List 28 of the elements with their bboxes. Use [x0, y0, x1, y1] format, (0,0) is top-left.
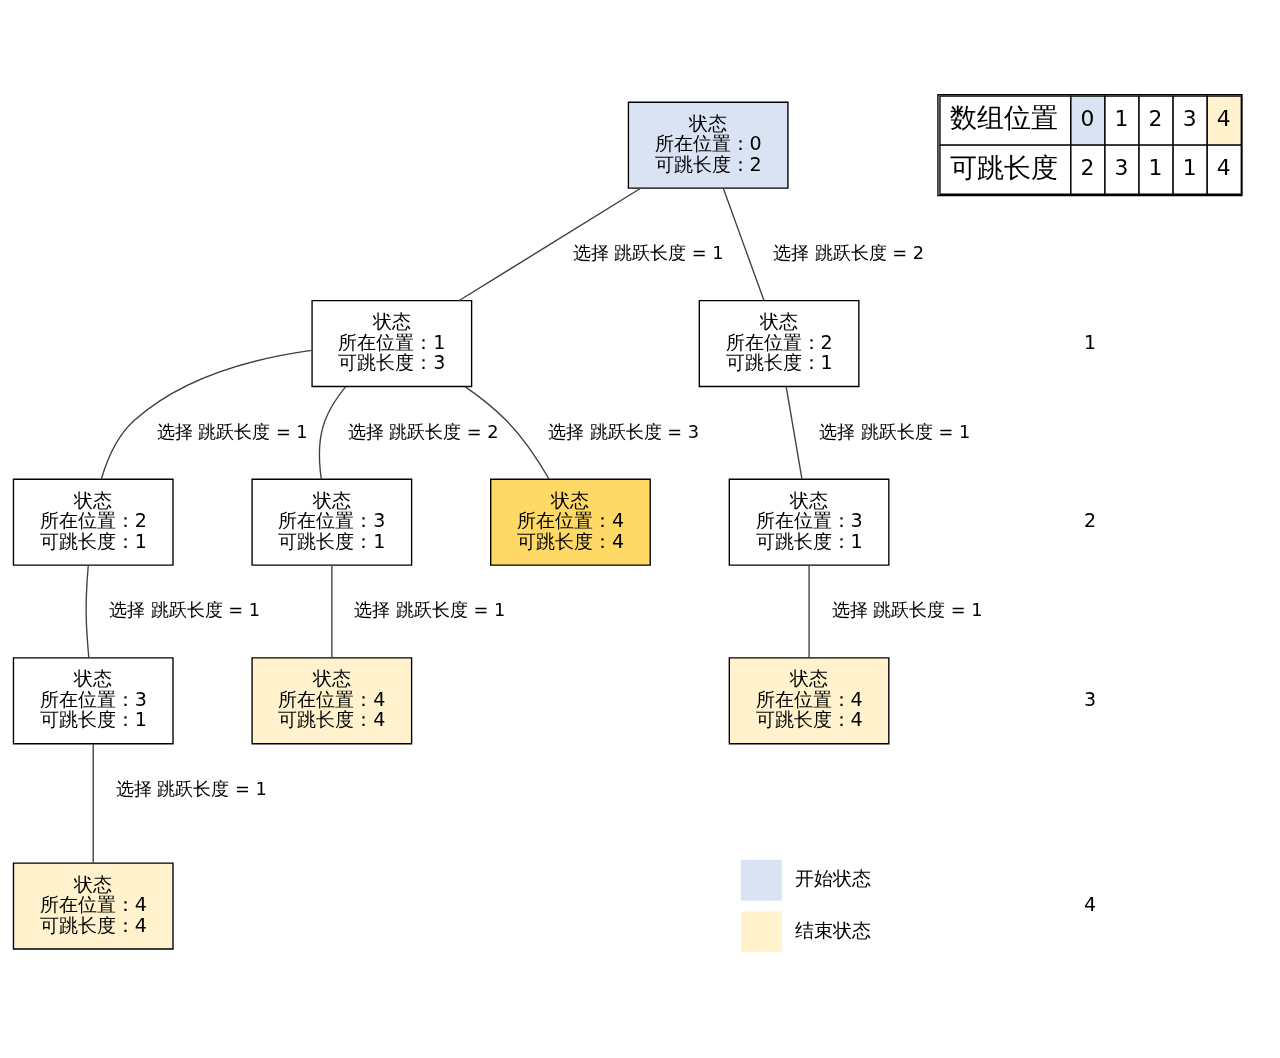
label: 3 — [1182, 105, 1197, 131]
label: 1 — [1083, 330, 1097, 353]
edge-label: 选择 跳跃长度 = 1 — [115, 778, 267, 799]
edge-label: 选择 跳跃长度 = 2 — [772, 242, 924, 263]
edge-label: 选择 跳跃长度 = 1 — [108, 600, 260, 621]
label: 数组位置 — [949, 102, 1058, 134]
label: 可跳长度 — [949, 151, 1058, 183]
label: 2 — [1148, 105, 1163, 131]
edge-label: 选择 跳跃长度 = 2 — [347, 421, 499, 442]
edge-label: 选择 跳跃长度 = 1 — [819, 421, 971, 442]
label: 0 — [1080, 105, 1095, 131]
label: 1 — [1148, 154, 1163, 180]
edge-label: 选择 跳跃长度 = 1 — [831, 600, 983, 621]
edge-label: 选择 跳跃长度 = 1 — [156, 421, 308, 442]
label: 2 — [1080, 154, 1095, 180]
label: 4 — [1216, 154, 1231, 180]
label: 4 — [1216, 105, 1231, 131]
label: 1 — [1114, 105, 1129, 131]
legend-label: 结束状态 — [795, 918, 872, 941]
label: 1 — [1182, 154, 1197, 180]
edge-label: 选择 跳跃长度 = 1 — [354, 600, 506, 621]
label: 2 — [1083, 509, 1097, 532]
label: 3 — [1083, 687, 1097, 710]
legend-label: 开始状态 — [795, 867, 872, 890]
label: 4 — [1083, 893, 1097, 916]
label: 3 — [1114, 154, 1129, 180]
edge-label: 选择 跳跃长度 = 3 — [547, 421, 699, 442]
edge-label: 选择 跳跃长度 = 1 — [572, 242, 724, 263]
